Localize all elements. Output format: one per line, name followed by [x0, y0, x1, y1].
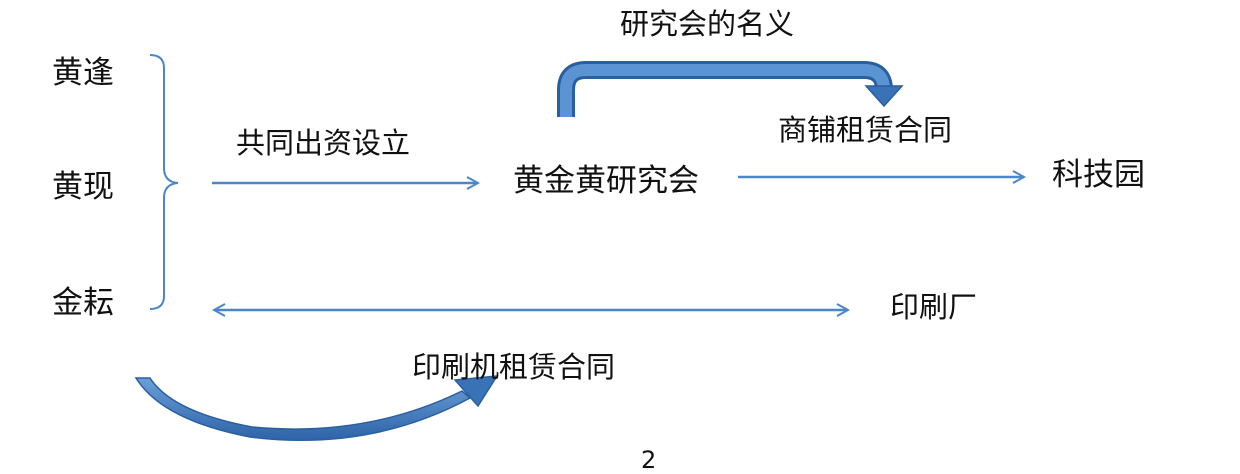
person-label-1: 黄逢 [52, 55, 114, 91]
edge-label-press-lease: 印刷机租赁合同 [412, 350, 616, 384]
edge-label-shop-lease: 商铺租赁合同 [778, 113, 953, 147]
person-label-2: 黄现 [52, 169, 114, 205]
node-institute: 黄金黄研究会 [513, 163, 699, 199]
page-number: 2 [641, 446, 657, 474]
group-brace [149, 54, 179, 310]
bent-arrow-research-name [557, 61, 904, 117]
person-label-3: 金耘 [52, 285, 114, 321]
edge-label-joint-funding: 共同出资设立 [236, 126, 411, 160]
edge-label-research-name: 研究会的名义 [620, 7, 795, 41]
node-tech-park: 科技园 [1052, 157, 1145, 193]
curved-arrow-press-lease [134, 375, 499, 441]
node-print-factory: 印刷厂 [890, 290, 978, 324]
